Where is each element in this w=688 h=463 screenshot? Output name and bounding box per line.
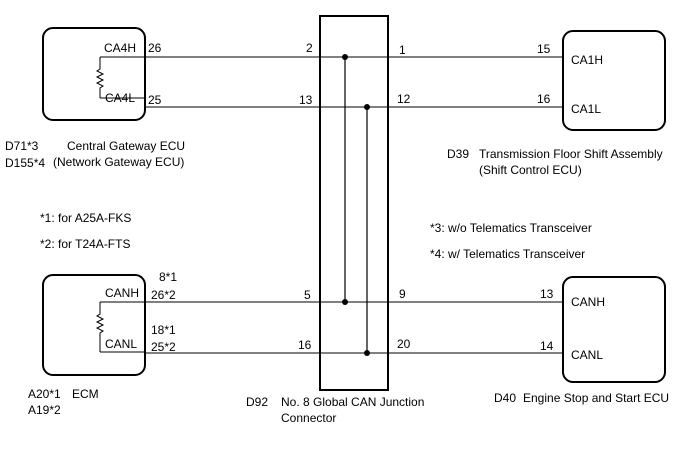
engine-stop-pin-l-num: 14: [540, 339, 554, 353]
junction-pin-12: 12: [397, 92, 411, 106]
ecm-box: [42, 274, 146, 376]
central-gateway-ecu: CA4H CA4L 26 25 D71*3 D155*4 Central Gat…: [5, 27, 185, 170]
transmission-name: Transmission Floor Shift Assembly: [479, 147, 663, 161]
ecm: CANH CANL 8*1 26*2 18*1 25*2 A20*1 A19*2…: [28, 270, 177, 417]
ecm-code-2: A19*2: [28, 403, 61, 417]
transmission-pin-h-num: 15: [537, 42, 551, 56]
junction-connector: 2 13 1 12 5 16 9 20 D92 No. 8 Global CAN…: [246, 15, 424, 425]
engine-stop-pin-h-name: CANH: [571, 295, 605, 309]
central-gateway-box: [42, 27, 146, 121]
junction-pin-13: 13: [299, 93, 313, 107]
central-gateway-subname: (Network Gateway ECU): [53, 155, 184, 169]
transmission-pin-h-name: CA1H: [571, 53, 603, 67]
splice-dot-l-bottom: [364, 350, 370, 356]
engine-stop-pin-h-num: 13: [540, 287, 554, 301]
note-3: *3: w/o Telematics Transceiver: [430, 221, 592, 235]
central-gateway-code-2: D155*4: [5, 156, 45, 170]
ecm-pin-h-name: CANH: [105, 286, 139, 300]
junction-name-2: Connector: [281, 411, 336, 425]
junction-box: [319, 15, 389, 391]
splice-dot-h-bottom: [342, 299, 348, 305]
central-gateway-pin-l-name: CA4L: [105, 91, 135, 105]
engine-stop-box: [562, 276, 666, 383]
transmission-box: [562, 30, 666, 131]
engine-stop-code: D40: [494, 391, 516, 405]
harness-wires: [145, 54, 563, 356]
engine-stop-name: Engine Stop and Start ECU: [523, 391, 669, 405]
note-1: *1: for A25A-FKS: [40, 211, 131, 225]
engine-stop-pin-l-name: CANL: [571, 348, 603, 362]
junction-pin-20: 20: [397, 337, 411, 351]
junction-pin-9: 9: [399, 287, 406, 301]
junction-pin-2: 2: [306, 41, 313, 55]
ecm-pin-h-num-2: 26*2: [151, 288, 176, 302]
ecm-termination-resistor: [95, 302, 105, 352]
ecm-pin-l-num-2: 25*2: [151, 340, 176, 354]
transmission-shift-ecu: CA1H CA1L 15 16 D39 Transmission Floor S…: [447, 30, 666, 177]
ecm-code-1: A20*1: [28, 387, 61, 401]
junction-pin-16: 16: [298, 338, 312, 352]
transmission-pin-l-name: CA1L: [571, 102, 601, 116]
transmission-subname: (Shift Control ECU): [479, 163, 582, 177]
central-gateway-pin-h-num: 26: [148, 41, 162, 55]
central-gateway-name: Central Gateway ECU: [67, 139, 185, 153]
ecm-name: ECM: [72, 387, 99, 401]
splice-dot-h-top: [342, 54, 348, 60]
transmission-code: D39: [447, 147, 469, 161]
junction-code: D92: [246, 395, 268, 409]
note-4: *4: w/ Telematics Transceiver: [430, 247, 585, 261]
splice-dot-l-top: [364, 104, 370, 110]
engine-stop-start-ecu: CANH CANL 13 14 D40 Engine Stop and Star…: [494, 276, 669, 405]
footnotes: *1: for A25A-FKS *2: for T24A-FTS *3: w/…: [40, 211, 592, 261]
ecm-pin-l-name: CANL: [105, 337, 137, 351]
junction-pin-5: 5: [304, 288, 311, 302]
note-2: *2: for T24A-FTS: [40, 237, 130, 251]
ecm-pin-l-num-1: 18*1: [151, 323, 176, 337]
central-gateway-code-1: D71*3: [5, 139, 39, 153]
ecm-pin-h-num-1: 8*1: [159, 270, 177, 284]
junction-name: No. 8 Global CAN Junction: [281, 395, 424, 409]
junction-pin-1: 1: [399, 43, 406, 57]
central-gateway-pin-h-name: CA4H: [104, 41, 136, 55]
transmission-pin-l-num: 16: [537, 92, 551, 106]
central-gateway-termination-resistor: [95, 57, 105, 98]
central-gateway-pin-l-num: 25: [148, 93, 162, 107]
